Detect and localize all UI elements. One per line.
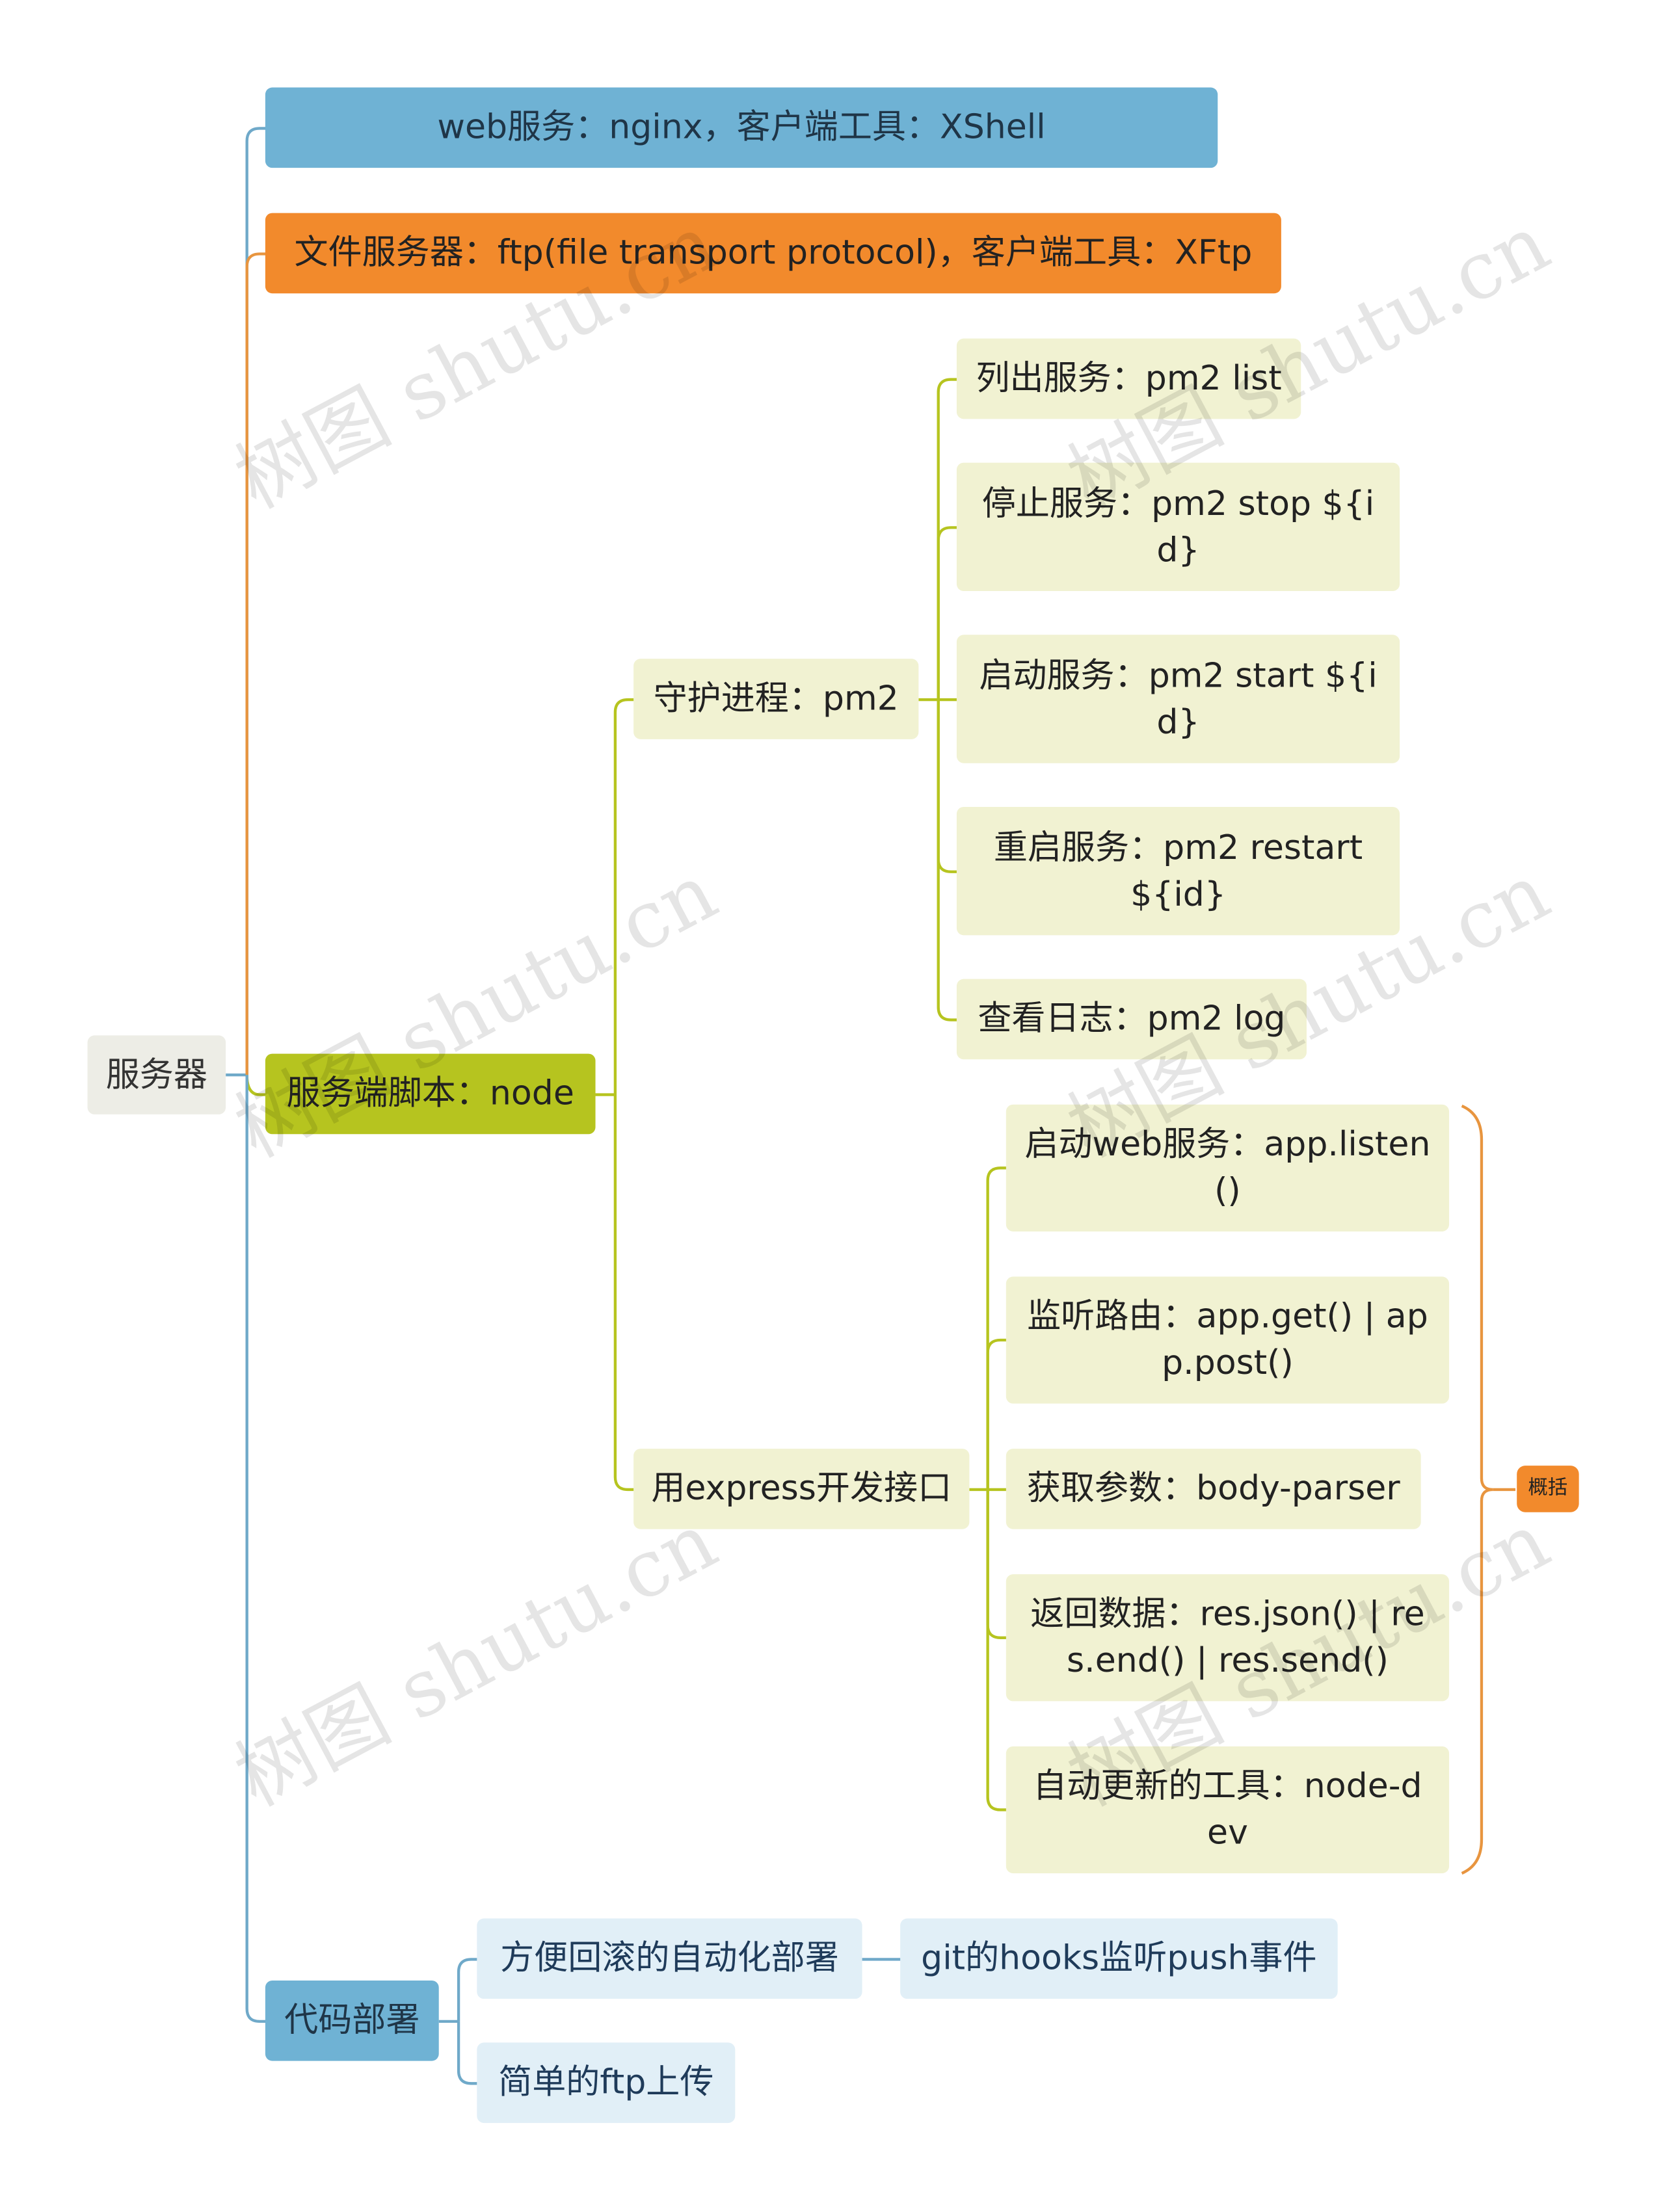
branch-server-script-label: 服务端脚本：node — [286, 1073, 574, 1113]
pm2-item-start[interactable]: 启动服务：pm2 start ${id} — [956, 635, 1400, 763]
branch-server-script[interactable]: 服务端脚本：node — [265, 1053, 596, 1135]
pm2-item-start-label: 启动服务：pm2 start ${id} — [979, 655, 1378, 742]
pm2-item-list[interactable]: 列出服务：pm2 list — [956, 338, 1301, 419]
pm2-item-list-label: 列出服务：pm2 list — [976, 358, 1282, 398]
express-item-routes[interactable]: 监听路由：app.get() | app.post() — [1006, 1276, 1450, 1404]
pm2-item-stop-label: 停止服务：pm2 stop ${id} — [981, 483, 1375, 570]
express-item-autoreload[interactable]: 自动更新的工具：node-dev — [1006, 1746, 1450, 1874]
deploy-git-hooks-label: git的hooks监听push事件 — [921, 1938, 1317, 1978]
pm2-item-restart-label: 重启服务：pm2 restart ${id} — [993, 827, 1363, 914]
branch-code-deploy[interactable]: 代码部署 — [265, 1980, 439, 2061]
deploy-item-auto[interactable]: 方便回滚的自动化部署 — [477, 1918, 862, 1999]
express-item-params[interactable]: 获取参数：body-parser — [1006, 1449, 1421, 1529]
node-pm2[interactable]: 守护进程：pm2 — [633, 659, 919, 739]
express-item-routes-label: 监听路由：app.get() | app.post() — [1027, 1296, 1428, 1383]
express-item-autoreload-label: 自动更新的工具：node-dev — [1033, 1766, 1422, 1852]
branch-file-server[interactable]: 文件服务器：ftp(file transport protocol)，客户端工具… — [265, 213, 1281, 294]
branch-file-server-label: 文件服务器：ftp(file transport protocol)，客户端工具… — [294, 232, 1253, 272]
deploy-item-ftp[interactable]: 简单的ftp上传 — [477, 2042, 736, 2124]
express-item-params-label: 获取参数：body-parser — [1026, 1468, 1400, 1508]
pm2-item-restart[interactable]: 重启服务：pm2 restart ${id} — [956, 806, 1400, 936]
node-pm2-label: 守护进程：pm2 — [653, 678, 899, 718]
pm2-item-log-label: 查看日志：pm2 log — [978, 998, 1286, 1038]
root-node-label: 服务器 — [105, 1054, 207, 1094]
node-express-label: 用express开发接口 — [651, 1468, 952, 1508]
branch-web-service[interactable]: web服务：nginx，客户端工具：XShell — [265, 87, 1218, 168]
deploy-item-ftp-label: 简单的ftp上传 — [498, 2062, 714, 2102]
summary-tag[interactable]: 概括 — [1517, 1466, 1579, 1512]
deploy-git-hooks[interactable]: git的hooks监听push事件 — [900, 1918, 1338, 1999]
express-item-listen-label: 启动web服务：app.listen() — [1024, 1124, 1431, 1211]
deploy-item-auto-label: 方便回滚的自动化部署 — [500, 1938, 839, 1978]
branch-web-service-label: web服务：nginx，客户端工具：XShell — [437, 107, 1046, 147]
express-item-listen[interactable]: 启动web服务：app.listen() — [1006, 1104, 1450, 1231]
pm2-item-stop[interactable]: 停止服务：pm2 stop ${id} — [956, 462, 1400, 592]
pm2-item-log[interactable]: 查看日志：pm2 log — [956, 979, 1307, 1060]
express-item-response[interactable]: 返回数据：res.json() | res.end() | res.send() — [1006, 1574, 1450, 1702]
branch-code-deploy-label: 代码部署 — [284, 2000, 420, 2040]
summary-tag-label: 概括 — [1528, 1477, 1568, 1500]
node-express[interactable]: 用express开发接口 — [633, 1449, 970, 1529]
root-node[interactable]: 服务器 — [87, 1035, 226, 1114]
express-item-response-label: 返回数据：res.json() | res.end() | res.send() — [1030, 1594, 1425, 1680]
